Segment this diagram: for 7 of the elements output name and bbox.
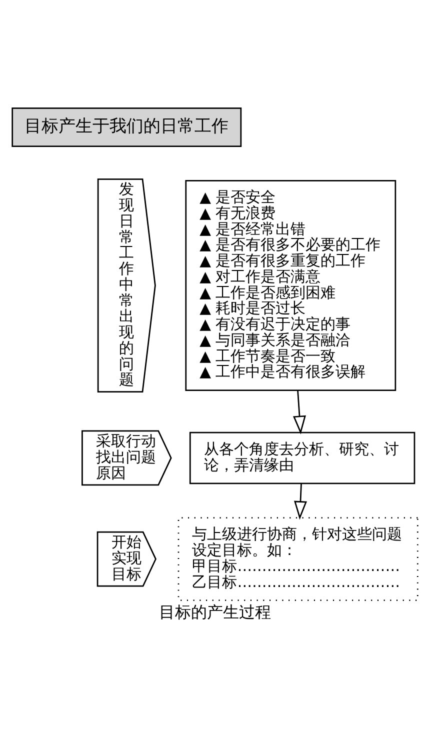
arrow: [294, 482, 308, 520]
node-box: ▲ 是否安全 ▲ 有无浪费 ▲ 是否经常出错 ▲ 是否有很多不必要的工作 ▲ 是否有很多重复的工作 ▲ 对工作是否满意 ▲ 工作是否感到困难 ▲ 耗时是否过长 ▲ 有没有迟于决定的事 ▲ 与同事关系是否融洽 ▲ 工作节奏是否一致 ▲ 工作中是否有很多误解: [185, 180, 396, 390]
node-box: 从各个角度去分析、研究、讨论，弄清缘由: [189, 431, 416, 484]
caption: 目标的产生过程: [159, 602, 271, 621]
arrow: [292, 390, 306, 434]
node-box: 目标产生于我们的日常工作: [12, 107, 242, 147]
node-box: 与上级进行协商，针对这些问题设定目标。如： 甲目标…………………………… 乙目标……………………………: [178, 516, 418, 600]
